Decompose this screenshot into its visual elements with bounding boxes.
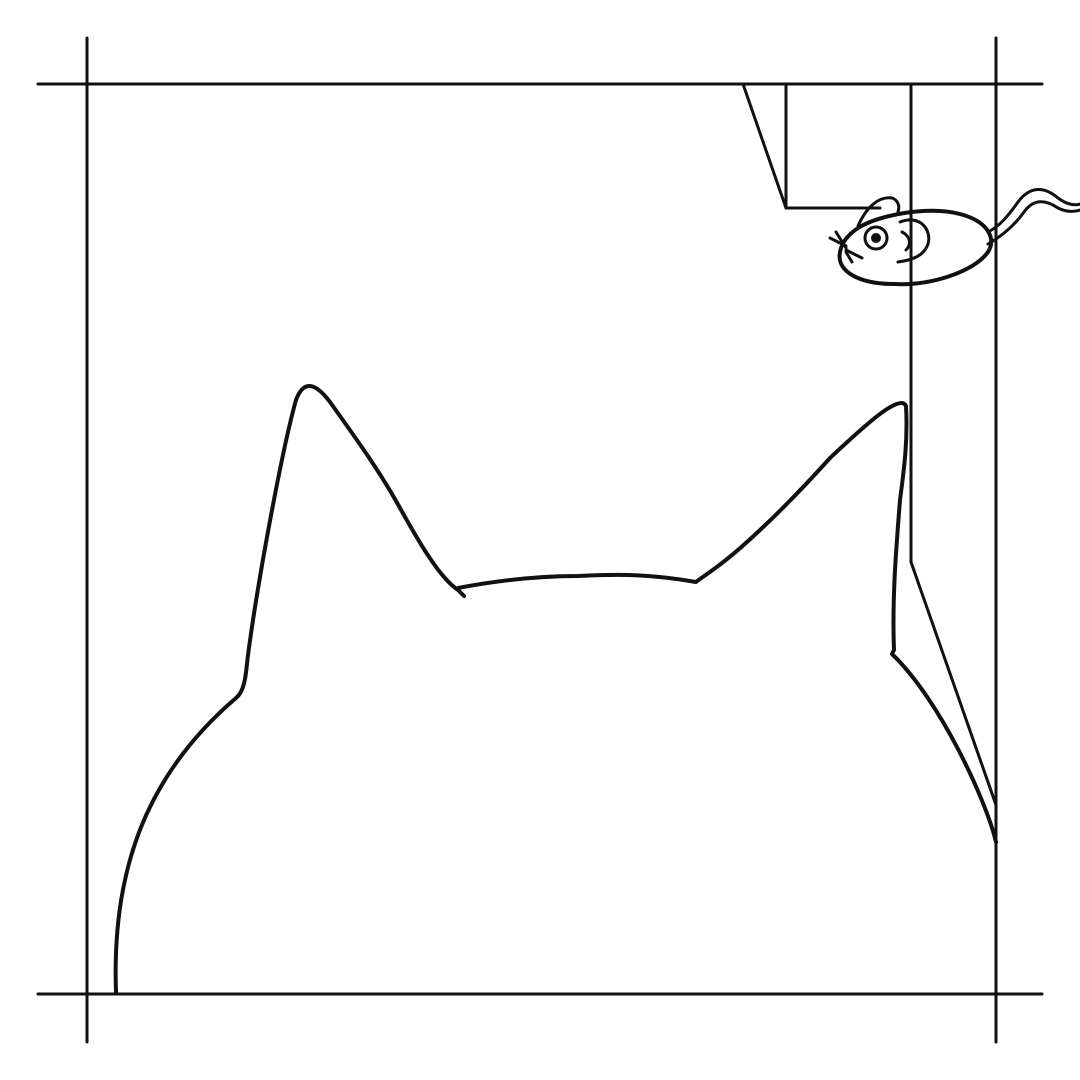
shelf-diagonal: [741, 82, 788, 210]
panel-frame: [36, 36, 1044, 1044]
mouse-body: [837, 208, 994, 287]
mouse-ear-top: [856, 196, 901, 228]
mouse-eye-ring: [863, 225, 889, 251]
doorframe-line: [909, 82, 998, 807]
mouse-whisker-3: [844, 248, 864, 260]
mouse-ear-side: [896, 218, 931, 264]
cat-head-outline: [113, 384, 998, 994]
mouse-whisker-2: [834, 230, 848, 250]
mouse-eye-pupil: [871, 233, 881, 243]
mouse-icon: [828, 188, 1080, 287]
shelf-lines: [741, 82, 998, 807]
mouse-tail-inner: [986, 200, 1080, 246]
shelf-box: [784, 82, 882, 210]
mouse-ear-inner: [900, 230, 911, 252]
mouse-tail-outer: [986, 188, 1080, 234]
mouse-whisker-4: [844, 250, 854, 264]
